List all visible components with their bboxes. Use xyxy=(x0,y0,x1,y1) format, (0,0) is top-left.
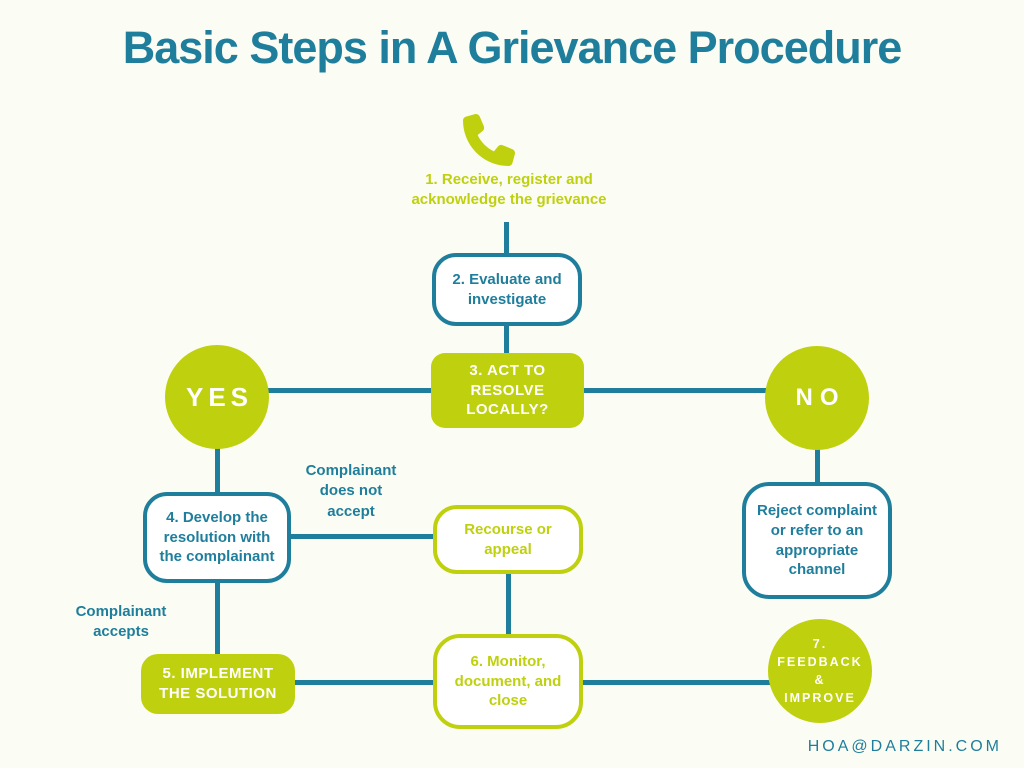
connector-no-reject xyxy=(815,448,820,486)
reject-box: Reject complaint or refer to an appropri… xyxy=(742,482,892,599)
connector-step3-no xyxy=(584,388,774,393)
step4-box: 4. Develop the resolution with the compl… xyxy=(143,492,291,583)
phone-icon xyxy=(462,113,516,166)
yes-circle: YES xyxy=(165,345,269,449)
complainant-does-not-accept-label: Complainant does not accept xyxy=(305,462,397,520)
connector-recourse-step6 xyxy=(506,572,511,637)
connector-step2-step3 xyxy=(504,324,509,356)
page-title: Basic Steps in A Grievance Procedure xyxy=(122,22,903,73)
connector-step1-step2 xyxy=(504,222,509,256)
connector-yes-step3 xyxy=(240,388,435,393)
connector-step4-step5 xyxy=(215,580,220,656)
step7-circle: 7. FEEDBACK & IMPROVE xyxy=(768,619,872,723)
step6-box: 6. Monitor, document, and close xyxy=(433,634,583,729)
footer-email: HOA@DARZIN.COM xyxy=(807,738,1002,755)
recourse-box: Recourse or appeal xyxy=(433,505,583,574)
connector-yes-step4 xyxy=(215,446,220,496)
complainant-accepts-label: Complainant accepts xyxy=(75,603,167,641)
step5-box: 5. IMPLEMENT THE SOLUTION xyxy=(141,654,295,714)
connector-step4-recourse xyxy=(289,534,436,539)
no-circle: NO xyxy=(765,346,869,450)
step3-box: 3. ACT TO RESOLVE LOCALLY? xyxy=(431,353,584,428)
step2-box: 2. Evaluate and investigate xyxy=(432,253,582,326)
step1-label: 1. Receive, register and acknowledge the… xyxy=(411,171,607,209)
connector-step6-step7 xyxy=(582,680,770,685)
connector-step5-step6 xyxy=(292,680,436,685)
